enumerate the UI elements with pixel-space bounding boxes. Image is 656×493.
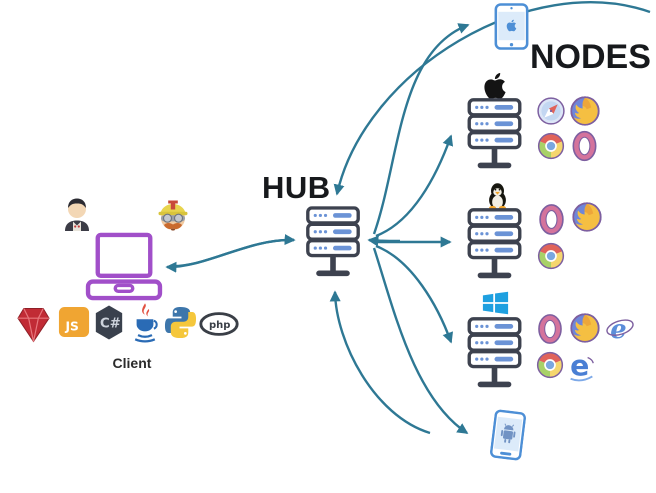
java-icon	[131, 302, 159, 344]
arrow-hub-to-iphone	[372, 23, 470, 235]
windows-logo-icon	[482, 290, 509, 316]
mac-node-server-icon	[466, 98, 523, 171]
android-phone-icon	[489, 408, 527, 462]
firefox-icon	[569, 95, 601, 127]
firefox-icon	[571, 201, 603, 233]
edge-icon	[564, 348, 598, 384]
javascript-icon	[58, 306, 90, 338]
opera-icon	[569, 129, 600, 163]
ie-icon	[604, 313, 636, 345]
arrow-hub-to-windows-node	[375, 244, 454, 344]
safari-icon	[536, 96, 566, 126]
firefox-icon	[569, 312, 601, 344]
php-icon	[199, 312, 239, 336]
arrow-nodes-to-hub-top	[333, 1, 651, 196]
ruby-icon	[17, 306, 50, 344]
arrow-nodes-to-hub-bottom	[329, 290, 431, 435]
arrow-hub-to-android	[372, 247, 469, 435]
hub-label: HUB	[262, 170, 331, 205]
laptop-icon	[85, 232, 163, 302]
arrow-hub-to-client	[165, 238, 295, 273]
travis-ci-icon	[156, 197, 190, 233]
opera-icon	[536, 202, 567, 237]
chrome-icon	[536, 131, 566, 161]
jenkins-icon	[62, 196, 92, 232]
nodes-label: NODES	[530, 38, 651, 76]
chrome-icon	[535, 350, 565, 380]
apple-logo-icon	[482, 71, 508, 101]
windows-node-server-icon	[466, 317, 523, 390]
python-icon	[164, 306, 197, 339]
linux-tux-icon	[486, 181, 509, 210]
iphone-icon	[494, 3, 529, 50]
hub-server-icon	[305, 206, 361, 279]
client-label: Client	[112, 355, 152, 371]
csharp-icon	[93, 304, 125, 341]
opera-icon	[535, 312, 565, 346]
chrome-icon	[536, 241, 566, 271]
linux-node-server-icon	[466, 208, 523, 281]
arrow-hub-to-mac-node	[375, 134, 454, 238]
